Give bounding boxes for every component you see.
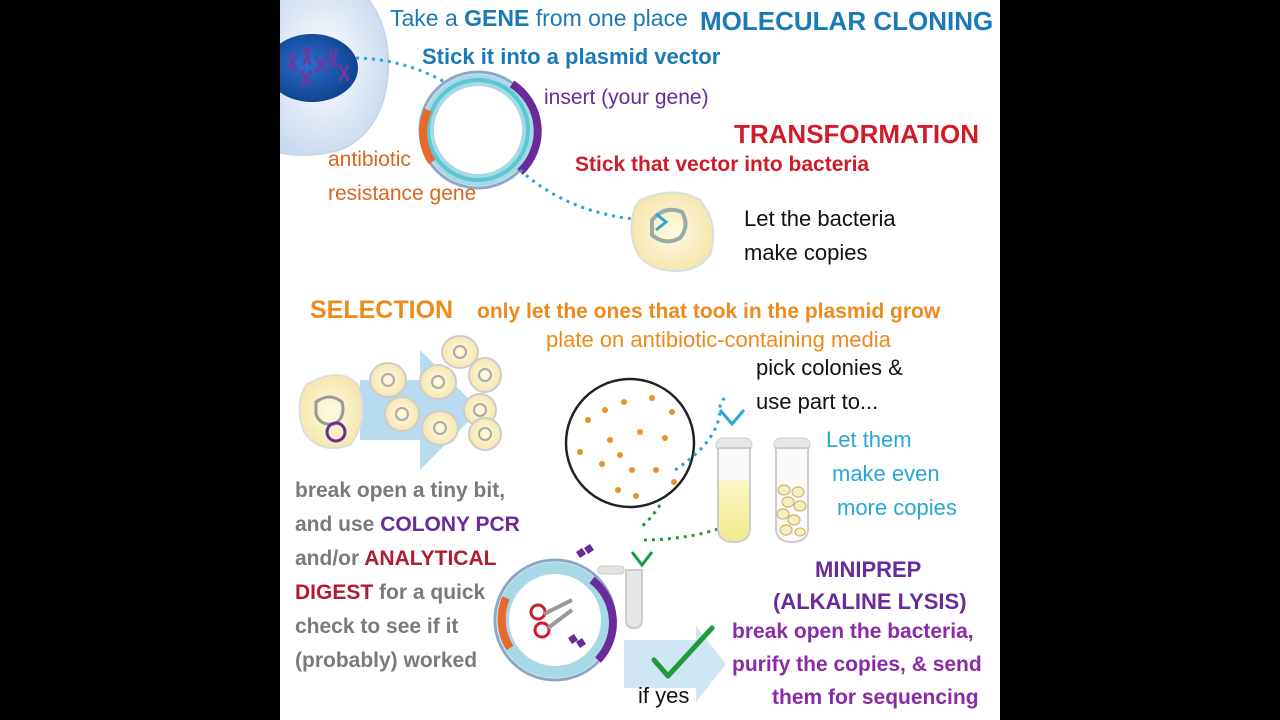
miniprep-desc3: them for sequencing xyxy=(772,686,979,709)
gene-transfer-arrow xyxy=(355,56,487,114)
analytical-label: ANALYTICAL xyxy=(364,547,497,570)
selection-illustration xyxy=(298,335,502,470)
miniprep-subtitle: (ALKALINE LYSIS) xyxy=(773,589,967,614)
tube-arrowhead xyxy=(718,409,746,427)
gene-word: GENE xyxy=(464,5,530,31)
stick-plasmid-text: Stick it into a plasmid vector xyxy=(422,44,721,69)
check-line4: DIGEST for a quick xyxy=(295,581,485,605)
gene-pre-text: Take a xyxy=(390,5,465,31)
miniprep-desc2: purify the copies, & send xyxy=(732,653,982,676)
gene-post-text: from one place xyxy=(529,5,688,31)
pick-line2: use part to... xyxy=(756,389,879,414)
copies-line1: Let the bacteria xyxy=(744,206,896,231)
transformation-title: TRANSFORMATION xyxy=(734,119,980,149)
miniprep-desc1: break open the bacteria, xyxy=(732,620,974,643)
check-line2: and use COLONY PCR xyxy=(295,513,520,537)
check-line5: check to see if it xyxy=(295,615,459,638)
pcr-tube xyxy=(597,565,643,630)
selection-line1: only let the ones that took in the plasm… xyxy=(477,300,941,323)
selection-title: SELECTION xyxy=(310,296,454,324)
check-line4-post: for a quick xyxy=(373,581,486,604)
digest-label: DIGEST xyxy=(295,581,374,604)
diagram-artwork xyxy=(280,0,811,702)
insert-label: insert (your gene) xyxy=(544,86,709,109)
grow-line1: Let them xyxy=(826,427,912,452)
plasmid-vector xyxy=(418,70,542,190)
insert-segment xyxy=(509,80,542,175)
to-tubes-arrow xyxy=(674,396,729,472)
header-gene-line: Take a GENE from one place xyxy=(390,5,688,32)
grow-line3: more copies xyxy=(837,495,957,520)
chromosomes xyxy=(286,46,350,88)
transformed-bacterium xyxy=(630,191,715,272)
copies-line2: make copies xyxy=(744,240,868,265)
if-yes-arrow xyxy=(624,626,726,702)
eukaryotic-cell xyxy=(280,0,390,156)
resistance-label-line1: antibiotic xyxy=(328,148,411,171)
check-line1: break open a tiny bit, xyxy=(295,479,506,502)
if-yes-label: if yes xyxy=(638,683,690,708)
transformation-subtitle: Stick that vector into bacteria xyxy=(575,153,870,176)
culture-tubes xyxy=(715,437,811,544)
resistance-segment xyxy=(419,108,436,165)
colony-pcr-label: COLONY PCR xyxy=(380,513,520,536)
checkmark-icon xyxy=(651,625,715,679)
check-line3: and/or ANALYTICAL xyxy=(295,547,496,571)
pick-line1: pick colonies & xyxy=(756,355,903,380)
check-line3-pre: and/or xyxy=(295,547,365,570)
petri-dish xyxy=(564,377,696,509)
digest-plasmid xyxy=(493,544,617,682)
page-title: MOLECULAR CLONING xyxy=(700,6,994,36)
transformation-arrow xyxy=(518,168,646,222)
check-line2-pre: and use xyxy=(295,513,381,536)
miniprep-title: MINIPREP xyxy=(815,557,922,582)
selection-line2: plate on antibiotic-containing media xyxy=(546,327,891,352)
pcr-arrowhead xyxy=(630,551,654,568)
check-line6: (probably) worked xyxy=(295,649,478,672)
grow-line2: make even xyxy=(832,461,940,486)
resistance-label-line2: resistance gene xyxy=(328,182,477,205)
diagram-panel: Take a GENE from one place MOLECULAR CLO… xyxy=(280,0,1000,720)
